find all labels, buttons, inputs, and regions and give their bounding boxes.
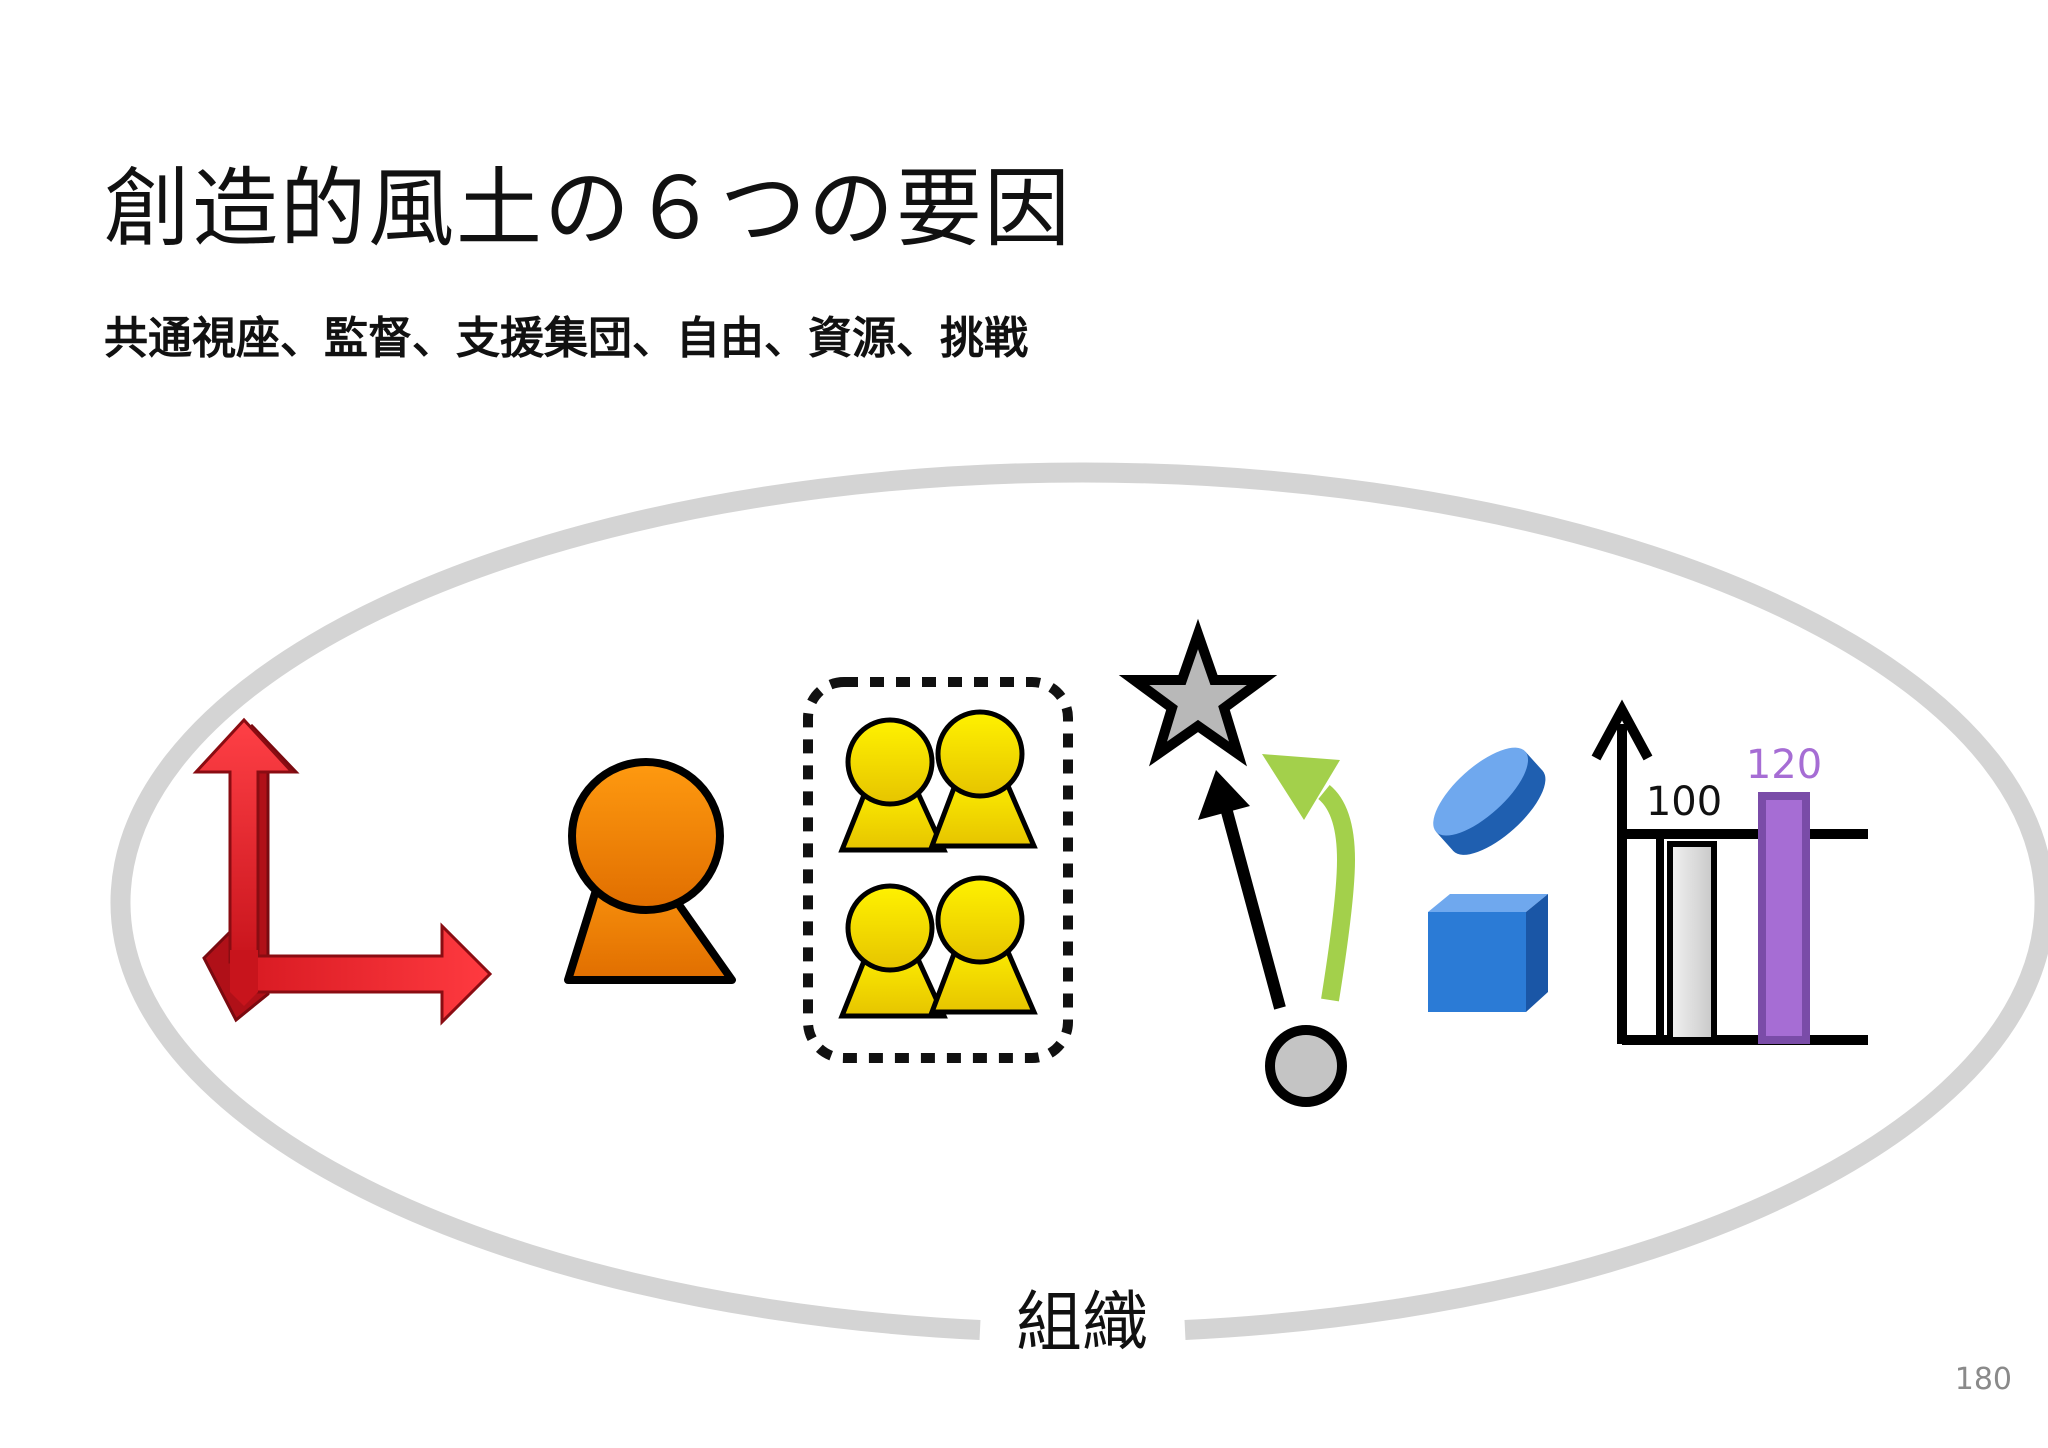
- bar-chart-icon: [1591, 699, 1868, 1045]
- group-icon: [803, 677, 1073, 1063]
- perpendicular-arrows-icon: [192, 717, 493, 1026]
- bar-right-label: 120: [1746, 742, 1822, 788]
- organization-label: 組織: [1016, 1284, 1148, 1361]
- person-icon: [564, 758, 736, 984]
- resources-icon: [1428, 747, 1548, 1012]
- slide-subtitle: 共通視座、監督、支援集団、自由、資源、挑戦: [104, 313, 1028, 364]
- organization-ellipse: [110, 462, 2048, 1340]
- star-path-icon: [1118, 618, 1356, 1107]
- page-number: 180: [1954, 1362, 2012, 1397]
- slide-title: 創造的風土の６つの要因: [104, 159, 1072, 259]
- bar-left-label: 100: [1646, 779, 1722, 825]
